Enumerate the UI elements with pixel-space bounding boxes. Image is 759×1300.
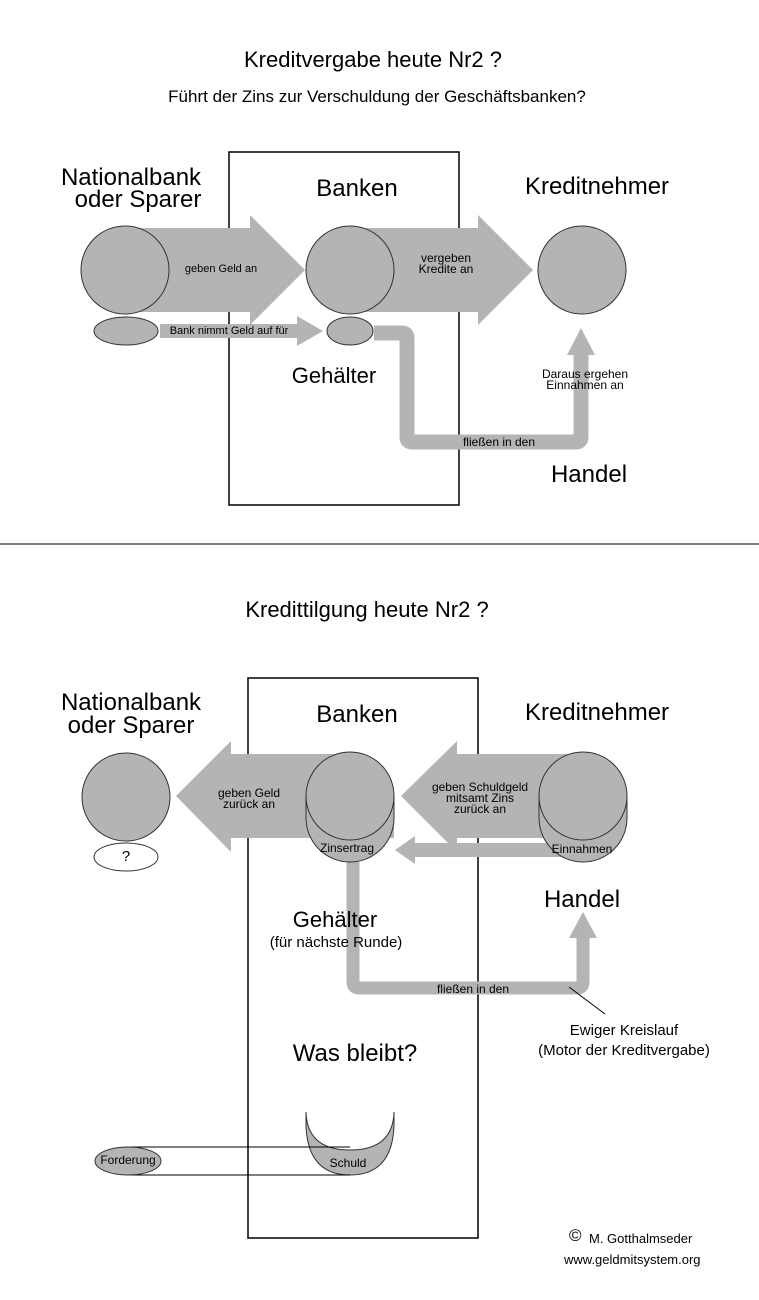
label-schuldgeld-1: geben Schuldgeld	[431, 780, 529, 794]
label-daraus-1: Daraus ergehen	[541, 367, 629, 381]
label-schuldgeld-2: mitsamt Zins	[445, 791, 515, 805]
label-geben-geld-an: geben Geld an	[184, 263, 258, 275]
label-handel-bottom: Handel	[543, 886, 621, 913]
flow-zinsertrag-handel	[346, 862, 590, 995]
arrow-bank-nimmt-geld	[160, 316, 323, 346]
circle-kreditnehmer-top	[537, 225, 627, 315]
banks-box-bottom	[247, 677, 479, 1239]
label-vergeben-1: vergeben	[420, 251, 472, 265]
credit-author: M. Gotthalmseder	[589, 1231, 693, 1246]
label-fliessen-bottom: fließen in den	[436, 982, 510, 996]
label-geben-geld-1: geben Geld	[217, 786, 281, 800]
label-daraus-2: Einnahmen an	[546, 378, 624, 392]
credit-website: www.geldmitsystem.org	[564, 1252, 701, 1267]
arrow-head-einnahmen	[567, 328, 595, 355]
arrow-geben-geld-an	[125, 215, 305, 325]
circle-banken-top	[305, 225, 395, 315]
label-fliessen-top: fließen in den	[462, 435, 536, 449]
circle-banken-bottom	[305, 751, 395, 841]
label-handel-top: Handel	[550, 461, 628, 488]
label-bank-nimmt-geld: Bank nimmt Geld auf für	[169, 325, 289, 337]
label-vergeben-2: Kredite an	[418, 262, 474, 276]
label-kreditnehmer-bottom: Kreditnehmer	[524, 699, 670, 726]
label-schuld: Schuld	[329, 1156, 367, 1170]
label-geben-geld-2: zurück an	[222, 797, 276, 811]
top-subtitle: Führt der Zins zur Verschuldung der Gesc…	[168, 87, 586, 106]
label-banken-top: Banken	[316, 175, 398, 202]
ellipse-banken-small-top	[326, 316, 374, 346]
ellipse-nationalbank-small-top	[93, 316, 159, 346]
pointer-line-kreislauf	[568, 986, 606, 1015]
bottom-title: Kredittilgung heute Nr2 ?	[245, 597, 489, 622]
arrow-head-handel	[569, 912, 597, 938]
label-nationalbank-bottom-2: oder Sparer	[67, 712, 195, 739]
label-kreditnehmer-top: Kreditnehmer	[524, 173, 670, 200]
label-ewiger-kreislauf: Ewiger Kreislauf	[569, 1022, 679, 1039]
arrow-einnahmen-zinsertrag	[395, 836, 583, 864]
label-question: ?	[121, 848, 131, 865]
top-title: Kreditvergabe heute Nr2 ?	[243, 47, 503, 72]
arrow-schuldgeld-zurueck	[401, 741, 583, 852]
label-einnahmen: Einnahmen	[551, 842, 613, 856]
label-nationalbank-bottom-1: Nationalbank	[60, 689, 202, 716]
label-naechste-runde: (für nächste Runde)	[269, 934, 403, 951]
ellipse-question	[93, 842, 159, 872]
label-was-bleibt: Was bleibt?	[292, 1040, 418, 1067]
copyright-symbol: ©	[569, 1226, 582, 1245]
label-gehaelter-bottom: Gehälter	[292, 907, 378, 932]
label-nationalbank-top-2: oder Sparer	[74, 186, 202, 213]
circle-nationalbank-bottom	[81, 752, 171, 842]
label-motor: (Motor der Kreditvergabe)	[538, 1042, 710, 1059]
circle-kreditnehmer-bottom	[538, 751, 628, 841]
label-forderung: Forderung	[100, 1153, 156, 1167]
ellipse-forderung	[94, 1146, 162, 1176]
label-banken-bottom: Banken	[316, 701, 398, 728]
flow-gehaelter-handel	[374, 325, 589, 450]
label-zinsertrag: Zinsertrag	[319, 841, 375, 855]
arrow-vergeben-kredite	[350, 215, 533, 325]
circle-nationalbank-top	[80, 225, 170, 315]
label-gehaelter-top: Gehälter	[291, 363, 377, 388]
label-schuldgeld-3: zurück an	[453, 802, 507, 816]
label-nationalbank-top-1: Nationalbank	[60, 164, 202, 191]
bowl-schuld-fill	[305, 1111, 395, 1176]
